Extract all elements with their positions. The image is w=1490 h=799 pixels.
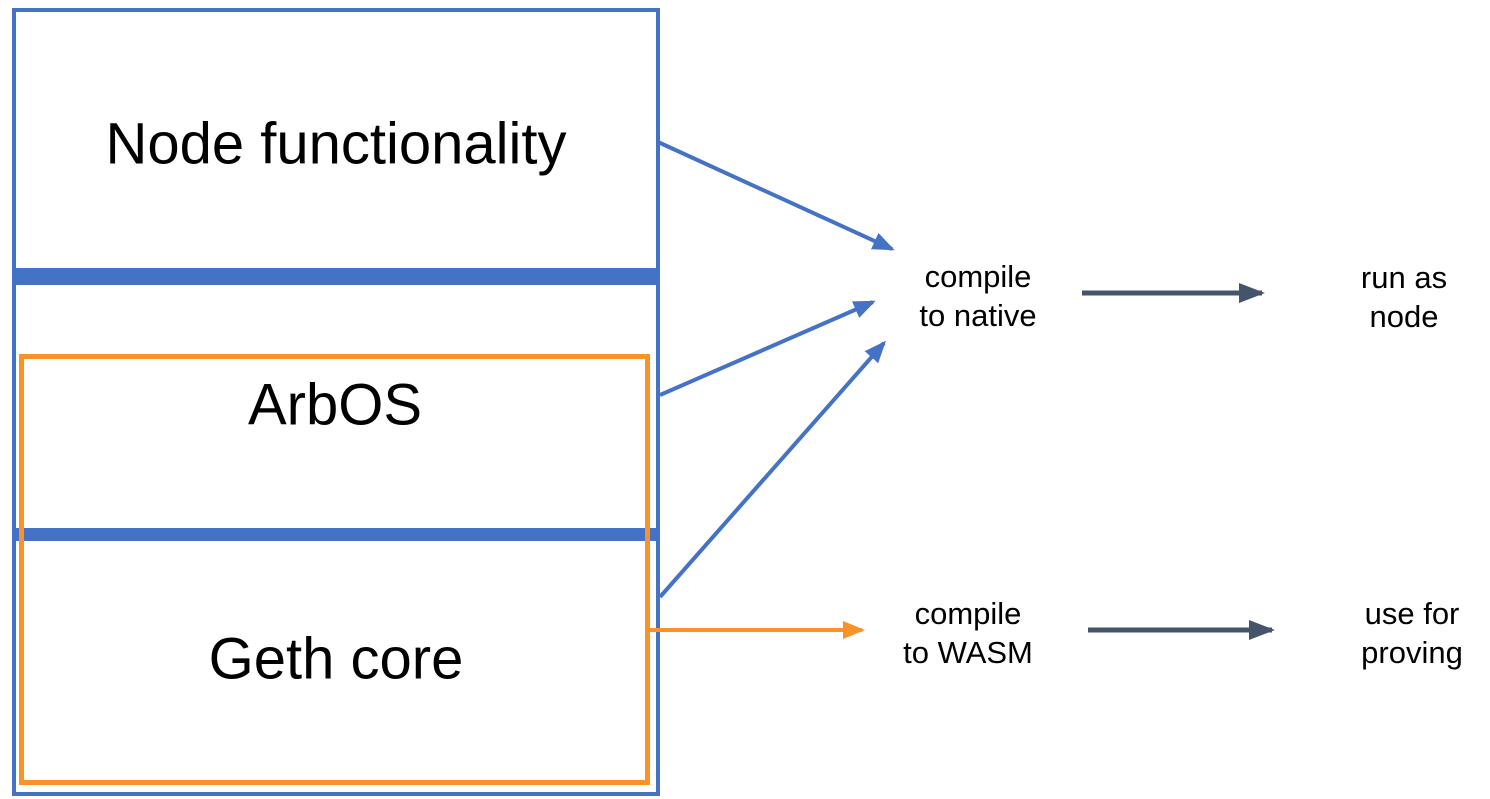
- node-functionality-to-native-arrow: [657, 140, 895, 251]
- run-as-node-line1: run as: [1360, 260, 1448, 295]
- arbos-label: ArbOS: [247, 372, 423, 438]
- run-as-node-label: run as node: [1361, 258, 1447, 336]
- use-for-proving-line1: use for: [1364, 596, 1460, 631]
- compile-to-wasm-line2: to WASM: [903, 635, 1033, 670]
- geth-core-label: Geth core: [208, 626, 464, 692]
- node-stack-divider: [12, 268, 660, 281]
- compile-to-wasm-label: compile to WASM: [903, 594, 1033, 672]
- compile-to-native-line1: compile: [924, 259, 1032, 294]
- compile-to-wasm-line1: compile: [914, 596, 1022, 631]
- use-for-proving-label: use for proving: [1361, 594, 1463, 672]
- compile-to-native-line2: to native: [919, 298, 1037, 333]
- compile-to-native-label: compile to native: [919, 257, 1036, 335]
- arbos-geth-divider: [14, 528, 656, 541]
- arbos-to-native-arrow: [659, 300, 876, 397]
- run-as-node-line2: node: [1369, 299, 1439, 334]
- geth-to-native-arrow: [658, 340, 886, 599]
- node-functionality-label: Node functionality: [105, 111, 567, 177]
- use-for-proving-line2: proving: [1361, 635, 1463, 670]
- arbos-geth-orange-box: [19, 354, 650, 785]
